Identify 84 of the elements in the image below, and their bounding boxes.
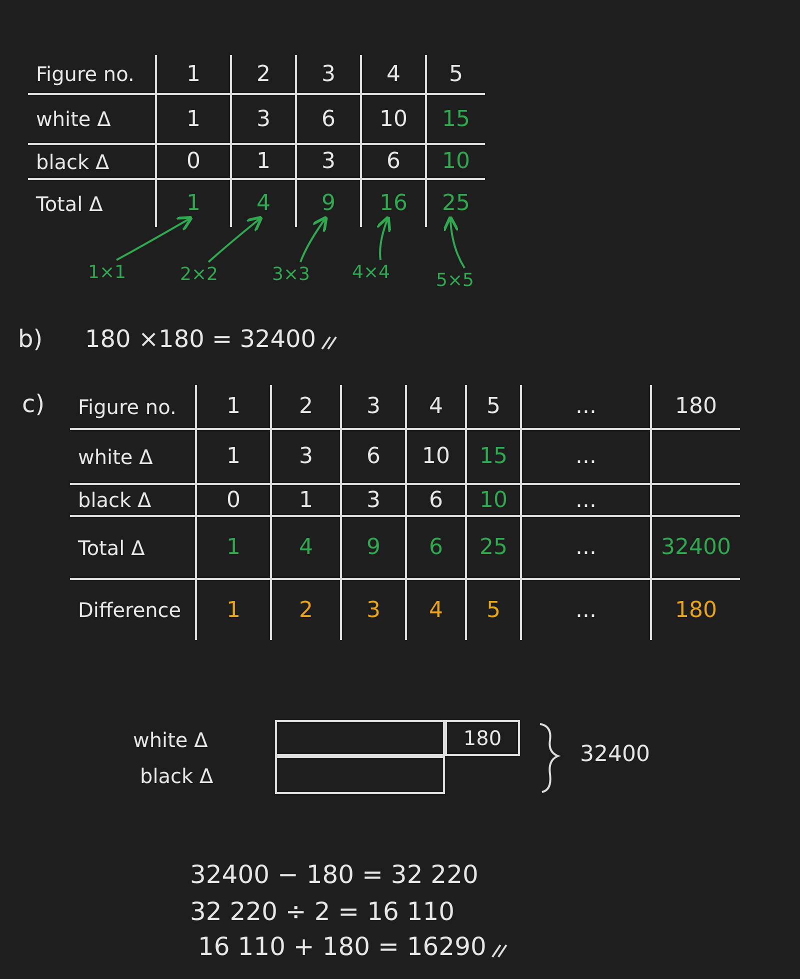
multiplication-text: 4×4 — [352, 262, 390, 283]
table-value: 3 — [299, 444, 313, 469]
row-label: black Δ — [140, 764, 214, 788]
row-label: white Δ — [36, 107, 111, 131]
table-value: 3 — [256, 106, 270, 132]
table-value: 10 — [422, 444, 450, 469]
multiplication-text: 3×3 — [272, 264, 310, 285]
total-value: 9 — [322, 191, 336, 216]
table-value: 1 — [256, 149, 270, 174]
column-heading: 2 — [256, 62, 270, 86]
arrow — [116, 216, 194, 261]
table-value: 3 — [366, 488, 380, 512]
equation-text: 16 110 + 180 = 16290 — [198, 932, 486, 961]
equation-text: 32400 − 180 = 32 220 — [190, 860, 478, 889]
row-label: Figure no. — [36, 62, 134, 86]
multiplication-text: 5×5 — [436, 270, 474, 291]
table-value: ... — [576, 535, 596, 560]
multiplication-text: 2×2 — [180, 264, 218, 285]
table-value: 0 — [186, 149, 200, 174]
arrow — [208, 216, 264, 263]
table-value: 1 — [299, 488, 313, 512]
table-value: 1 — [186, 106, 200, 132]
row-label: Total Δ — [36, 192, 103, 216]
table-value: 32400 — [661, 535, 731, 560]
bar — [275, 756, 445, 794]
table-value: 6 — [366, 444, 380, 469]
total-value: 1 — [186, 191, 200, 216]
table-value: 180 — [675, 598, 717, 622]
column-heading: 3 — [322, 62, 336, 86]
table-value: 1 — [226, 598, 240, 622]
column-heading: 1 — [186, 62, 200, 86]
table-value: 10 — [480, 488, 508, 512]
row-label: Difference — [78, 598, 182, 622]
total-value: 25 — [442, 191, 470, 216]
table-value: 3 — [366, 598, 380, 622]
multiplication-text: 1×1 — [88, 262, 126, 283]
table-value: 1 — [226, 535, 240, 560]
column-heading: 3 — [366, 394, 380, 419]
table-value: 15 — [480, 444, 508, 469]
total-text: 32400 — [580, 742, 650, 767]
equation-text: 32 220 ÷ 2 = 16 110 — [190, 897, 455, 926]
table-value: 25 — [480, 535, 508, 560]
column-heading: 180 — [675, 394, 717, 419]
column-heading: 5 — [449, 62, 463, 86]
table-value: 9 — [366, 535, 380, 560]
column-heading: 1 — [226, 394, 240, 419]
equation-text: 180 ×180 = 32400 — [85, 325, 316, 353]
table-value: ... — [576, 598, 596, 622]
part-label: c) — [22, 390, 45, 418]
row-label: Total Δ — [78, 536, 145, 560]
column-heading: 4 — [429, 394, 443, 419]
row-label: black Δ — [36, 150, 110, 174]
table-value: 0 — [226, 488, 240, 512]
table-value: 1 — [226, 444, 240, 469]
table-value: ... — [576, 488, 596, 512]
total-value: 16 — [380, 191, 408, 216]
column-heading: ... — [576, 394, 596, 419]
table-value: ... — [576, 444, 596, 469]
table-value: 3 — [322, 149, 336, 174]
bar — [275, 720, 445, 756]
row-label: black Δ — [78, 488, 152, 512]
column-heading: 2 — [299, 394, 313, 419]
part-label: b) — [18, 325, 43, 353]
column-heading: 5 — [486, 394, 500, 419]
table-value: 10 — [442, 149, 470, 174]
table-value: 10 — [380, 106, 408, 132]
column-heading: 4 — [386, 62, 400, 86]
arrow — [300, 215, 328, 262]
bar-segment: 180 — [445, 720, 520, 756]
table-value: 5 — [486, 598, 500, 622]
table-value: 15 — [442, 106, 470, 132]
row-label: white Δ — [78, 444, 153, 468]
row-label: white Δ — [133, 728, 208, 752]
table-value: 4 — [299, 535, 313, 560]
table-value: 4 — [429, 598, 443, 622]
arrow — [376, 215, 392, 260]
table-value: 2 — [299, 598, 313, 622]
table-value: 6 — [386, 149, 400, 174]
table-value: 6 — [429, 488, 443, 512]
table-value: 6 — [429, 535, 443, 560]
arrow — [442, 215, 466, 268]
row-label: Figure no. — [78, 394, 176, 418]
table-value: 6 — [322, 106, 336, 132]
total-value: 4 — [256, 191, 270, 216]
